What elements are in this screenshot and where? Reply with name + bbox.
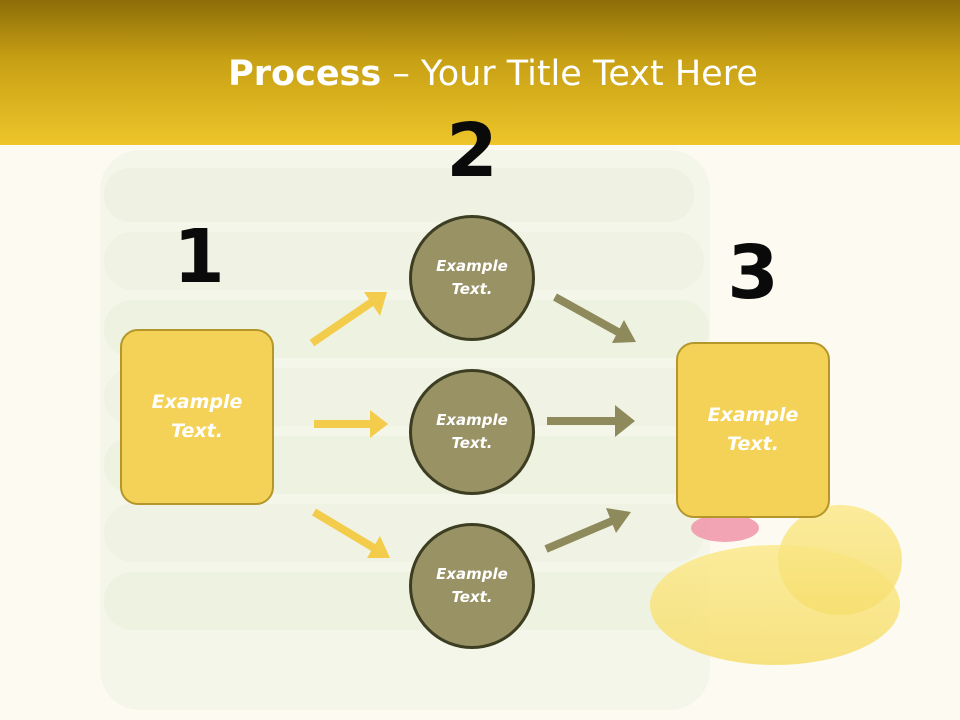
circle-middle-text: Example Text.: [436, 411, 508, 452]
diaper-stack-image: [100, 150, 710, 710]
circle-middle: Example Text.: [409, 369, 535, 495]
step-number-2: 2: [446, 108, 498, 194]
left-box-text: Example Text.: [151, 391, 243, 442]
title-bold-part: Process: [228, 54, 382, 94]
left-box: Example Text.: [120, 329, 274, 505]
slide-title: Process – Your Title Text Here: [0, 52, 960, 96]
title-bar: [0, 0, 960, 145]
rubber-duck-image: [650, 505, 902, 665]
step-number-1: 1: [173, 214, 225, 300]
circle-bottom: Example Text.: [409, 523, 535, 649]
circle-bottom-text: Example Text.: [436, 565, 508, 606]
title-rest-part: – Your Title Text Here: [381, 54, 758, 94]
step-number-3: 3: [727, 230, 779, 316]
right-box-text: Example Text.: [707, 404, 799, 455]
right-box: Example Text.: [676, 342, 830, 518]
circle-top-text: Example Text.: [436, 257, 508, 298]
circle-top: Example Text.: [409, 215, 535, 341]
